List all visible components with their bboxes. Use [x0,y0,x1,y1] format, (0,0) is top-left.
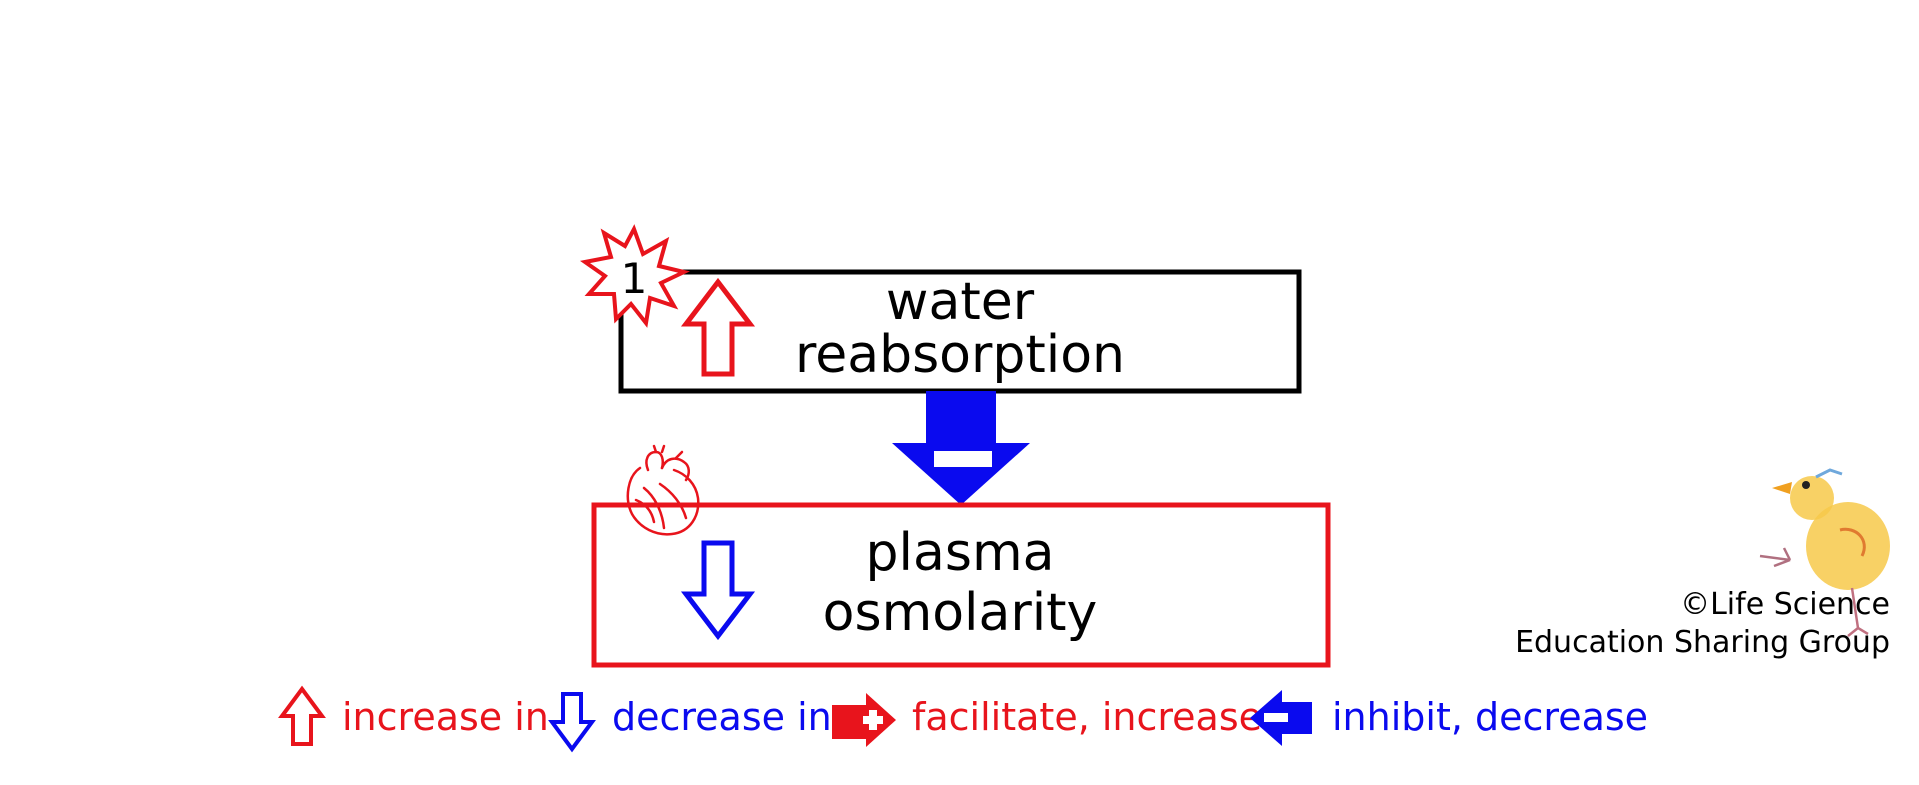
legend-increase-icon [278,685,326,746]
legend-facilitate-icon [832,693,896,747]
legend-inhibit-icon [1250,690,1312,746]
legend-decrease-icon [548,692,596,753]
legend-increase-label: increase in [342,695,549,739]
starburst-badge-icon [579,224,690,328]
inhibit-connector-arrow [892,391,1030,505]
plasma-osmolarity-label-line1: plasma [866,523,1055,583]
water-reabsorption-label-line1: water [886,272,1035,332]
red-up-arrow-icon [680,277,756,377]
credit-line2: Education Sharing Group [1515,625,1890,660]
legend-facilitate-label: facilitate, increase [912,695,1262,739]
badge-number: 1 [621,254,648,303]
plasma-osmolarity-label-line2: osmolarity [823,583,1098,643]
credit-line1: ©Life Science [1680,587,1890,622]
water-reabsorption-label-line2: reabsorption [795,325,1125,385]
legend: increase in decrease in facilitate, incr… [278,685,1648,753]
legend-decrease-label: decrease in [612,695,832,739]
minus-icon [934,451,992,467]
legend-inhibit-label: inhibit, decrease [1332,695,1648,739]
blue-down-arrow-icon [680,540,756,641]
heart-icon [626,444,700,536]
chick-icon [1759,468,1890,637]
